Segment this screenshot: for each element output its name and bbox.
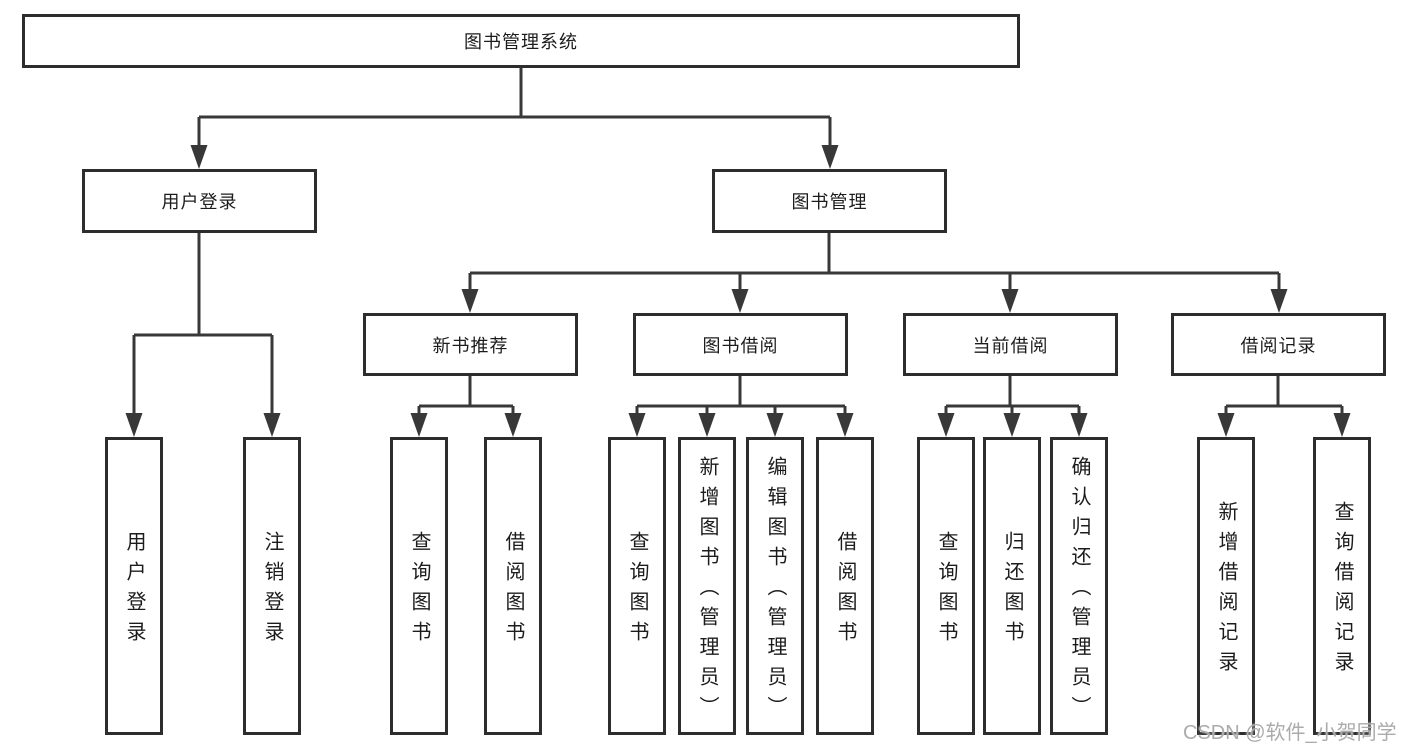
node-book-management: 图书管理 <box>712 169 947 233</box>
node-new-book-recommend-label: 新书推荐 <box>432 335 509 356</box>
node-current-borrow-label: 当前借阅 <box>972 335 1049 356</box>
leaf-query-borrow-record: 查询借阅记录 <box>1313 437 1371 735</box>
node-root: 图书管理系统 <box>22 14 1020 68</box>
watermark: CSDN @软件_小贺同学 <box>1183 722 1397 744</box>
leaf-borrow-books-recommend: 借阅图书 <box>484 437 542 735</box>
node-new-book-recommend: 新书推荐 <box>363 313 578 376</box>
node-book-borrow-label: 图书借阅 <box>702 335 779 356</box>
leaf-return-books: 归还图书 <box>983 437 1041 735</box>
node-book-management-label: 图书管理 <box>791 192 868 212</box>
leaf-logout: 注销登录 <box>243 437 301 735</box>
leaf-confirm-return-admin: 确认归还（管理员） <box>1050 437 1108 735</box>
leaf-edit-books-admin: 编辑图书（管理员） <box>746 437 804 735</box>
node-book-borrow: 图书借阅 <box>633 313 848 376</box>
leaf-borrow-books: 借阅图书 <box>816 437 874 735</box>
leaf-query-books-recommend: 查询图书 <box>390 437 448 735</box>
leaf-query-books-borrow: 查询图书 <box>608 437 666 735</box>
node-user-login-label: 用户登录 <box>161 192 238 212</box>
leaf-add-books-admin: 新增图书（管理员） <box>678 437 736 735</box>
node-current-borrow: 当前借阅 <box>903 313 1118 376</box>
leaf-add-borrow-record: 新增借阅记录 <box>1197 437 1255 735</box>
node-root-label: 图书管理系统 <box>464 32 578 52</box>
node-borrow-records: 借阅记录 <box>1171 313 1386 376</box>
node-user-login: 用户登录 <box>82 169 317 233</box>
leaf-query-books-current: 查询图书 <box>917 437 975 735</box>
node-borrow-records-label: 借阅记录 <box>1240 335 1317 356</box>
leaf-user-login: 用户登录 <box>105 437 163 735</box>
